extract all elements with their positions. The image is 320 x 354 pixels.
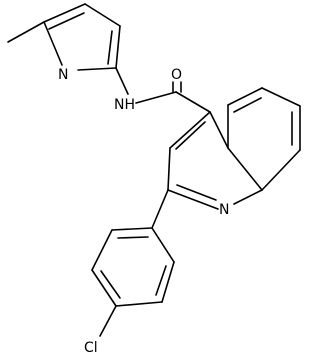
bond: [176, 184, 217, 201]
bond: [151, 227, 175, 263]
bond-c-cl: [99, 305, 117, 337]
bond: [117, 236, 149, 239]
bond: [227, 87, 263, 106]
methylpyridine-ring: [43, 3, 121, 71]
bond: [209, 111, 229, 149]
bond: [227, 147, 263, 191]
bond: [115, 25, 121, 69]
bond: [167, 147, 171, 191]
bond-methyl: [7, 21, 45, 43]
bond: [48, 12, 85, 30]
amide-nh-label: NH: [114, 97, 135, 113]
bond: [43, 3, 86, 23]
quinoline-nitrogen-label: N: [219, 202, 229, 218]
bond: [175, 91, 211, 113]
bond: [91, 269, 117, 307]
chlorophenyl-ring: [91, 227, 175, 307]
bond: [169, 111, 211, 149]
pyridine-nitrogen-label: N: [58, 67, 68, 83]
molecule-drawing: N NH O N Cl: [7, 3, 301, 354]
bond: [167, 189, 219, 210]
bond: [77, 67, 117, 71]
bond: [161, 261, 175, 303]
bond: [175, 121, 206, 150]
chlorine-label: Cl: [84, 340, 98, 354]
bond: [43, 21, 63, 66]
bond: [91, 229, 113, 271]
bond: [155, 265, 167, 296]
bond: [233, 189, 263, 205]
bond: [151, 189, 169, 229]
bond: [111, 227, 153, 231]
bond: [115, 67, 129, 95]
quinoline-benzo-ring: [227, 87, 301, 191]
quinoline-pyridine-ring: [167, 111, 263, 210]
bond: [84, 3, 121, 27]
structure-canvas: N NH O N Cl: [7, 3, 301, 354]
bond: [261, 87, 301, 107]
carbonyl-oxygen-label: O: [171, 67, 182, 83]
bond: [233, 97, 262, 113]
amide-group: [115, 67, 211, 113]
bond: [261, 149, 301, 191]
bond: [135, 91, 177, 104]
bond: [100, 270, 121, 299]
bond: [115, 301, 163, 307]
bond: [107, 30, 113, 65]
